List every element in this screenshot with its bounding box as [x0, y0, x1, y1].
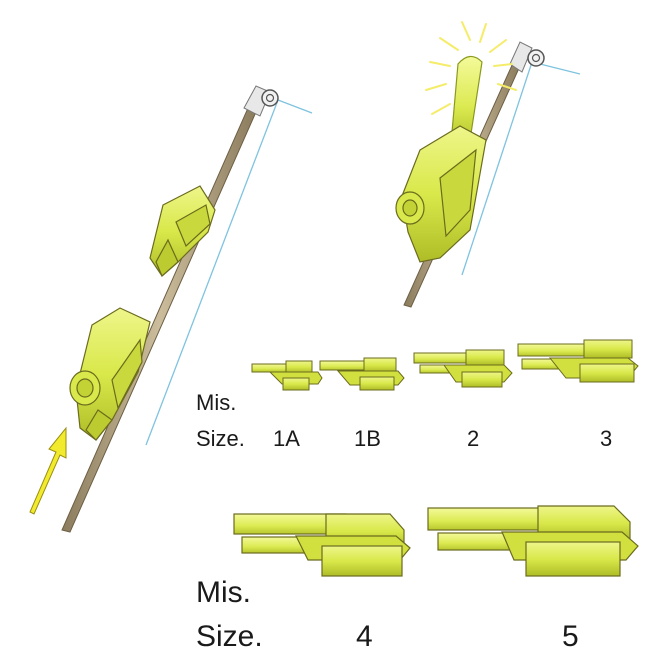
glowstick-holder-icon [69, 307, 151, 441]
arrow-icon [29, 426, 67, 515]
glow-ray-icon [425, 21, 517, 115]
row-label-mis: Mis. [196, 576, 251, 609]
fishing-line [145, 99, 279, 446]
size-label-2: 2 [467, 426, 480, 451]
size-model-4 [233, 513, 411, 577]
row-label-size: Size. [196, 620, 263, 653]
size-model-1B [319, 357, 405, 391]
size-model-3 [517, 339, 639, 383]
fishing-rod-left [29, 85, 313, 533]
glowstick-holder-icon [395, 125, 487, 263]
size-label-4: 4 [356, 620, 373, 653]
fishing-rod-right [395, 21, 581, 308]
size-label-1B: 1B [354, 426, 381, 451]
size-model-5 [427, 505, 639, 577]
size-model-1A [251, 360, 323, 391]
rod-icon [61, 107, 257, 533]
fishing-line [461, 61, 533, 276]
row-label-size: Size. [196, 426, 245, 451]
rod-tip-icon [509, 41, 545, 73]
glowstick-holder-icon [149, 185, 216, 277]
glowstick-icon [451, 55, 483, 141]
size-label-5: 5 [562, 620, 579, 653]
size-label-1A: 1A [273, 426, 300, 451]
size-label-3: 3 [600, 426, 613, 451]
size-model-2 [413, 349, 513, 388]
row-label-mis: Mis. [196, 390, 237, 415]
rod-tip-icon [243, 85, 279, 117]
